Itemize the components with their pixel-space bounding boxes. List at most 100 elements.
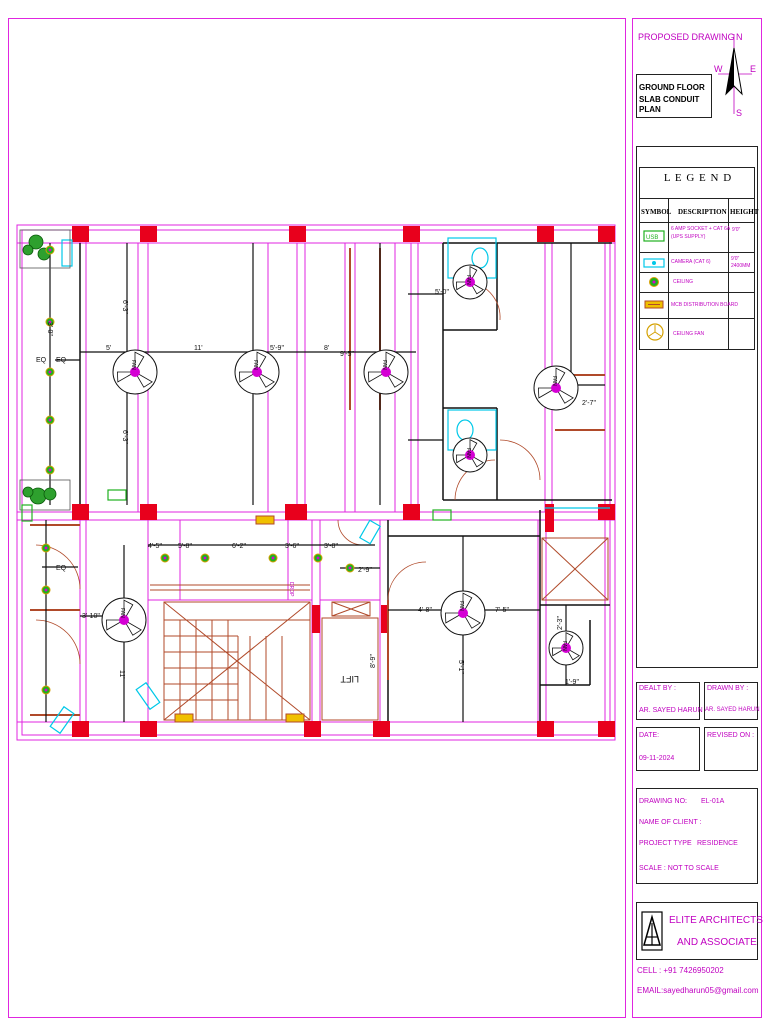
column bbox=[140, 226, 157, 242]
ceiling-light-icon bbox=[41, 543, 51, 553]
ceiling-fan-icon: FAN bbox=[452, 437, 488, 473]
ceiling-fan-icon: FAN bbox=[452, 264, 488, 300]
client-label: NAME OF CLIENT : bbox=[639, 819, 702, 826]
column bbox=[598, 226, 615, 242]
firm-name-line2: AND ASSOCIATE bbox=[677, 937, 757, 948]
revised-on-box: REVISED ON : bbox=[704, 727, 758, 771]
firm-logo-icon bbox=[641, 911, 663, 951]
dim-4ft-5in: 4'-5" bbox=[148, 543, 162, 550]
ceiling-light-icon bbox=[345, 563, 355, 573]
drawn-by-label: DRAWN BY : bbox=[707, 685, 749, 692]
fan-label: FAN bbox=[458, 601, 464, 611]
legend-col-height: HEIGHT bbox=[730, 208, 759, 216]
firm-box: ELITE ARCHITECTS AND ASSOCIATE bbox=[636, 902, 763, 960]
project-type-label: PROJECT TYPE bbox=[639, 840, 692, 847]
ceiling-light-icon bbox=[649, 277, 659, 287]
dim-2ft-7in: 2'-7" bbox=[582, 400, 596, 407]
legend-row1-height: 9'0" bbox=[732, 227, 741, 233]
dealt-by-value: AR. SAYED HARUN bbox=[639, 707, 703, 714]
compass-n: N bbox=[736, 32, 743, 42]
ceiling-light-icon bbox=[45, 465, 55, 475]
ceiling-fan-icon: FAN bbox=[548, 630, 584, 666]
ceiling-light-icon bbox=[45, 367, 55, 377]
distribution-board-icon bbox=[644, 300, 664, 309]
dim-4ft-8in: 4'-8" bbox=[418, 607, 432, 614]
ceiling-light-icon bbox=[268, 553, 278, 563]
firm-name-line1: ELITE ARCHITECTS bbox=[669, 915, 763, 926]
legend-row5-desc1: CEILING FAN bbox=[673, 331, 705, 337]
column bbox=[285, 504, 307, 520]
svg-text:USB: USB bbox=[646, 235, 658, 241]
column bbox=[72, 504, 89, 520]
column bbox=[373, 721, 390, 737]
column bbox=[537, 226, 554, 242]
drop-label: DROP bbox=[288, 582, 294, 597]
column bbox=[72, 226, 89, 242]
dim-3ft-0in: 3'-0" bbox=[46, 322, 53, 336]
fan-label: FAN bbox=[381, 360, 387, 370]
sheet-border-left bbox=[8, 18, 626, 1018]
fan-label: FAN bbox=[551, 376, 557, 386]
dim-8ft-9in: 8'-9" bbox=[370, 654, 377, 668]
legend-row2-desc1: CAMERA (CAT 6) bbox=[671, 259, 711, 265]
compass-w: W bbox=[714, 64, 723, 74]
dim-11ft: 11' bbox=[194, 345, 203, 352]
dim-6ft-3in-a: 6'-3" bbox=[121, 300, 128, 314]
firm-cell: CELL : +91 7426950202 bbox=[637, 966, 724, 975]
staircase bbox=[150, 584, 311, 721]
project-info-box: DRAWING NO. : EL-01A NAME OF CLIENT : PR… bbox=[636, 788, 758, 884]
structural-columns bbox=[72, 226, 615, 737]
column bbox=[545, 504, 554, 532]
floor-plan: LIFT bbox=[16, 224, 616, 741]
dim-11ft-b: 11' bbox=[118, 670, 125, 679]
ceiling-fans: FAN FAN FAN FAN FAN FAN FAN FAN FAN bbox=[101, 264, 584, 666]
dim-8ft: 8' bbox=[324, 345, 329, 352]
compass-s: S bbox=[736, 108, 742, 118]
dim-9ft-5in: 9'-5" bbox=[340, 351, 354, 358]
firm-email: EMAIL:sayedharun05@gmail.com bbox=[637, 986, 759, 995]
date-label: DATE: bbox=[639, 732, 660, 739]
compass-e: E bbox=[750, 64, 756, 74]
legend-row1-desc1: 6 AMP SOCKET + CAT 6A bbox=[671, 226, 731, 232]
ceiling-fan-icon: FAN bbox=[533, 365, 579, 411]
ceiling-light-icon bbox=[160, 553, 170, 563]
ceiling-light-icon bbox=[41, 685, 51, 695]
column bbox=[598, 504, 615, 520]
socket-icon: USB bbox=[643, 230, 665, 242]
title-line-1: GROUND FLOOR bbox=[639, 83, 705, 92]
dim-2ft-9in: 2'-9" bbox=[358, 567, 372, 574]
ceiling-fan-icon: FAN bbox=[234, 349, 280, 395]
drawn-by-box: DRAWN BY : AR. SAYED HARUN bbox=[704, 682, 760, 720]
fan-label: FAN bbox=[465, 275, 471, 285]
column bbox=[304, 721, 321, 737]
column bbox=[403, 226, 420, 242]
dim-3ft-10in: 3'-10" bbox=[82, 613, 100, 620]
eq-label-3: EQ bbox=[56, 565, 67, 572]
column bbox=[598, 721, 615, 737]
dim-6ft-3in-b: 6'-3" bbox=[121, 430, 128, 444]
project-type-colon: : bbox=[687, 840, 689, 847]
fan-label: FAN bbox=[465, 448, 471, 458]
revised-on-label: REVISED ON : bbox=[707, 732, 755, 739]
legend-col-description: DESCRIPTION bbox=[678, 208, 727, 216]
column bbox=[537, 721, 554, 737]
ceiling-light-icon bbox=[200, 553, 210, 563]
ceiling-fan-icon: FAN bbox=[101, 597, 147, 643]
column bbox=[140, 721, 157, 737]
planters bbox=[19, 229, 71, 511]
fan-label: FAN bbox=[561, 641, 567, 651]
fan-label: FAN bbox=[130, 360, 136, 370]
ceiling-light-icon bbox=[313, 553, 323, 563]
column bbox=[72, 721, 89, 737]
eq-label-1: EQ bbox=[36, 357, 47, 364]
drawing-title-box: GROUND FLOOR SLAB CONDUIT PLAN bbox=[636, 74, 712, 118]
dim-3ft-8in: 3'-8" bbox=[324, 543, 338, 550]
legend-row2-height: 9'0" 2400MM bbox=[731, 256, 751, 269]
north-compass-icon: N E S W bbox=[714, 32, 756, 118]
dealt-by-label: DEALT BY : bbox=[639, 685, 676, 692]
dim-2ft-3in: 2'-3" bbox=[557, 616, 564, 630]
drawing-no-value: EL-01A bbox=[701, 798, 725, 805]
proposed-drawing-header: PROPOSED DRAWING bbox=[638, 32, 735, 42]
ceiling-light-icon bbox=[45, 245, 55, 255]
